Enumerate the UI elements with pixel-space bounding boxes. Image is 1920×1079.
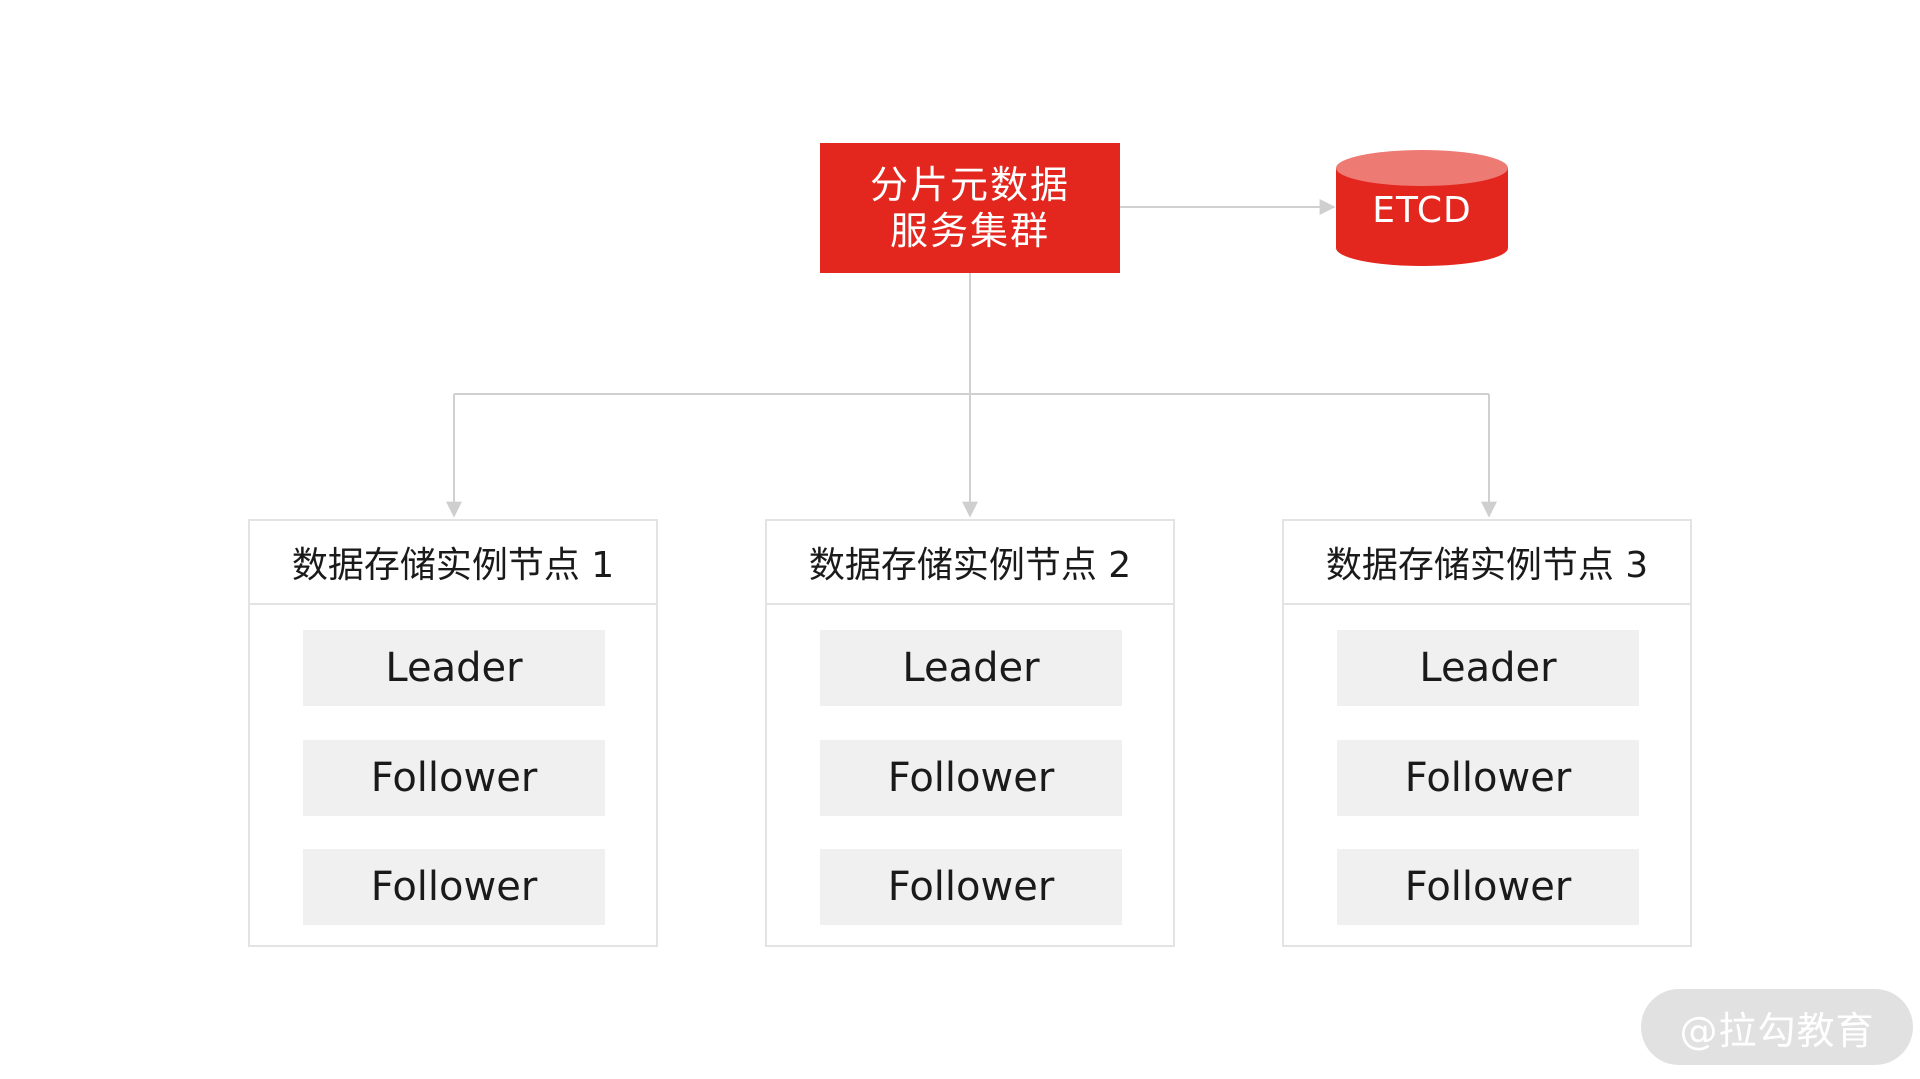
role-leader: Leader bbox=[820, 630, 1122, 706]
role-leader: Leader bbox=[303, 630, 605, 706]
storage-node-3: 数据存储实例节点 3 Leader Follower Follower bbox=[1282, 519, 1692, 947]
node-title: 数据存储实例节点 2 bbox=[767, 521, 1173, 605]
metadata-cluster-box: 分片元数据 服务集群 bbox=[820, 143, 1120, 273]
storage-node-2: 数据存储实例节点 2 Leader Follower Follower bbox=[765, 519, 1175, 947]
etcd-cylinder: ETCD bbox=[1336, 150, 1508, 266]
role-follower: Follower bbox=[820, 849, 1122, 925]
cluster-label-line-2: 服务集群 bbox=[889, 209, 1050, 253]
role-follower: Follower bbox=[820, 740, 1122, 816]
role-follower: Follower bbox=[1337, 740, 1639, 816]
node-title: 数据存储实例节点 1 bbox=[250, 521, 656, 605]
watermark: @拉勾教育 bbox=[1641, 989, 1913, 1065]
role-follower: Follower bbox=[303, 849, 605, 925]
role-follower: Follower bbox=[303, 740, 605, 816]
cluster-label-line-1: 分片元数据 bbox=[869, 163, 1070, 207]
database-icon bbox=[1336, 150, 1508, 266]
storage-node-1: 数据存储实例节点 1 Leader Follower Follower bbox=[248, 519, 658, 947]
etcd-label: ETCD bbox=[1372, 190, 1472, 231]
node-title: 数据存储实例节点 3 bbox=[1284, 521, 1690, 605]
role-leader: Leader bbox=[1337, 630, 1639, 706]
role-follower: Follower bbox=[1337, 849, 1639, 925]
